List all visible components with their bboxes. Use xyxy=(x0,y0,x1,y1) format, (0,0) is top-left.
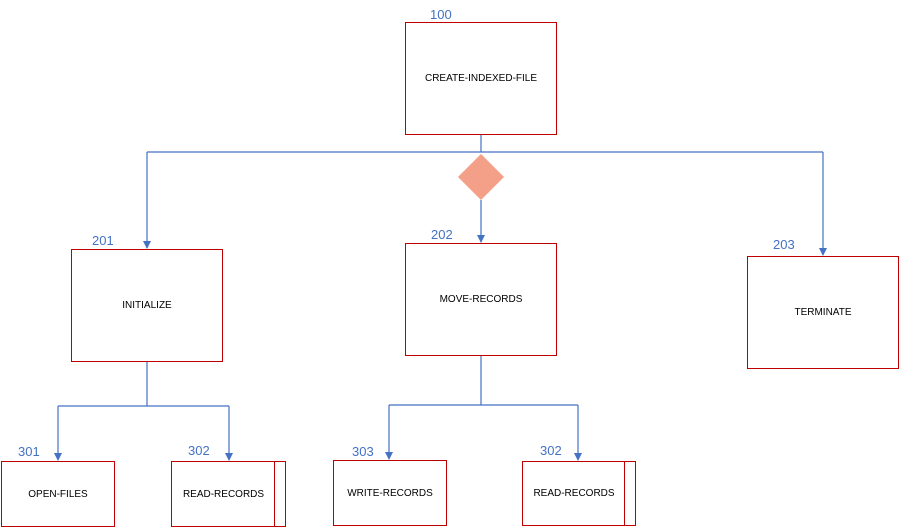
predefined-process-line xyxy=(624,462,625,525)
module-open-files: OPEN-FILES xyxy=(1,461,115,527)
module-label: CREATE-INDEXED-FILE xyxy=(424,73,538,84)
module-move-records: MOVE-RECORDS xyxy=(405,243,557,356)
module-label: READ-RECORDS xyxy=(533,488,615,499)
module-label: INITIALIZE xyxy=(122,300,172,311)
module-number-302: 302 xyxy=(188,443,210,458)
module-number-203: 203 xyxy=(773,237,795,252)
module-label: TERMINATE xyxy=(794,307,852,318)
module-number-202: 202 xyxy=(431,227,453,242)
module-write-records: WRITE-RECORDS xyxy=(333,460,447,526)
module-number-303: 303 xyxy=(352,444,374,459)
module-number-301: 301 xyxy=(18,444,40,459)
module-read-records-predefined: READ-RECORDS xyxy=(171,461,286,527)
module-label: WRITE-RECORDS xyxy=(347,487,433,499)
decision-diamond xyxy=(458,154,504,200)
module-read-records-predefined: READ-RECORDS xyxy=(522,461,636,526)
module-number-302: 302 xyxy=(540,443,562,458)
module-create-indexed-file: CREATE-INDEXED-FILE xyxy=(405,22,557,135)
module-number-201: 201 xyxy=(92,233,114,248)
module-terminate: TERMINATE xyxy=(747,256,899,369)
module-label: MOVE-RECORDS xyxy=(439,294,523,305)
module-label: OPEN-FILES xyxy=(28,488,88,500)
module-initialize: INITIALIZE xyxy=(71,249,223,362)
predefined-process-line xyxy=(274,462,275,526)
module-label: READ-RECORDS xyxy=(182,488,265,500)
module-number-100: 100 xyxy=(430,7,452,22)
